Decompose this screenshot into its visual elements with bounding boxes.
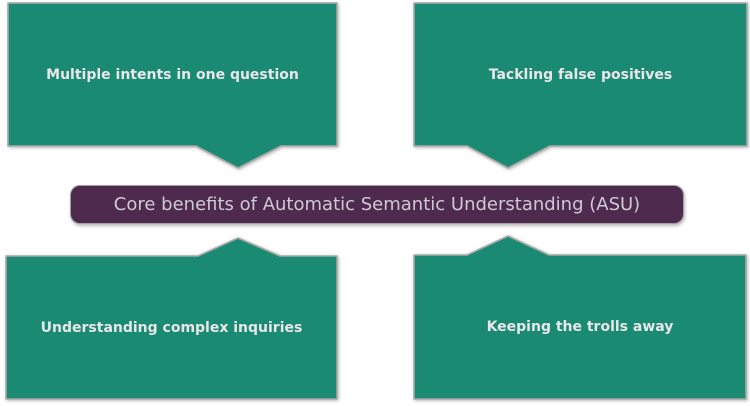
speech-bubble-shape-up [413, 235, 747, 400]
callout-top-right: Tackling false positives [413, 2, 748, 169]
callout-label: Tackling false positives [488, 66, 673, 83]
callout-label: Understanding complex inquiries [40, 319, 303, 336]
callout-label: Keeping the trolls away [486, 319, 674, 335]
center-title-banner: Core benefits of Automatic Semantic Unde… [70, 185, 684, 224]
callout-label: Multiple intents in one question [46, 66, 299, 83]
callout-bottom-left: Understanding complex inquiries [5, 237, 338, 400]
callout-bottom-right: Keeping the trolls away [413, 235, 747, 400]
speech-bubble-shape-down [413, 2, 748, 169]
callout-top-left: Multiple intents in one question [7, 2, 338, 169]
speech-bubble-shape-up [5, 237, 338, 400]
speech-bubble-shape-down [7, 2, 338, 169]
